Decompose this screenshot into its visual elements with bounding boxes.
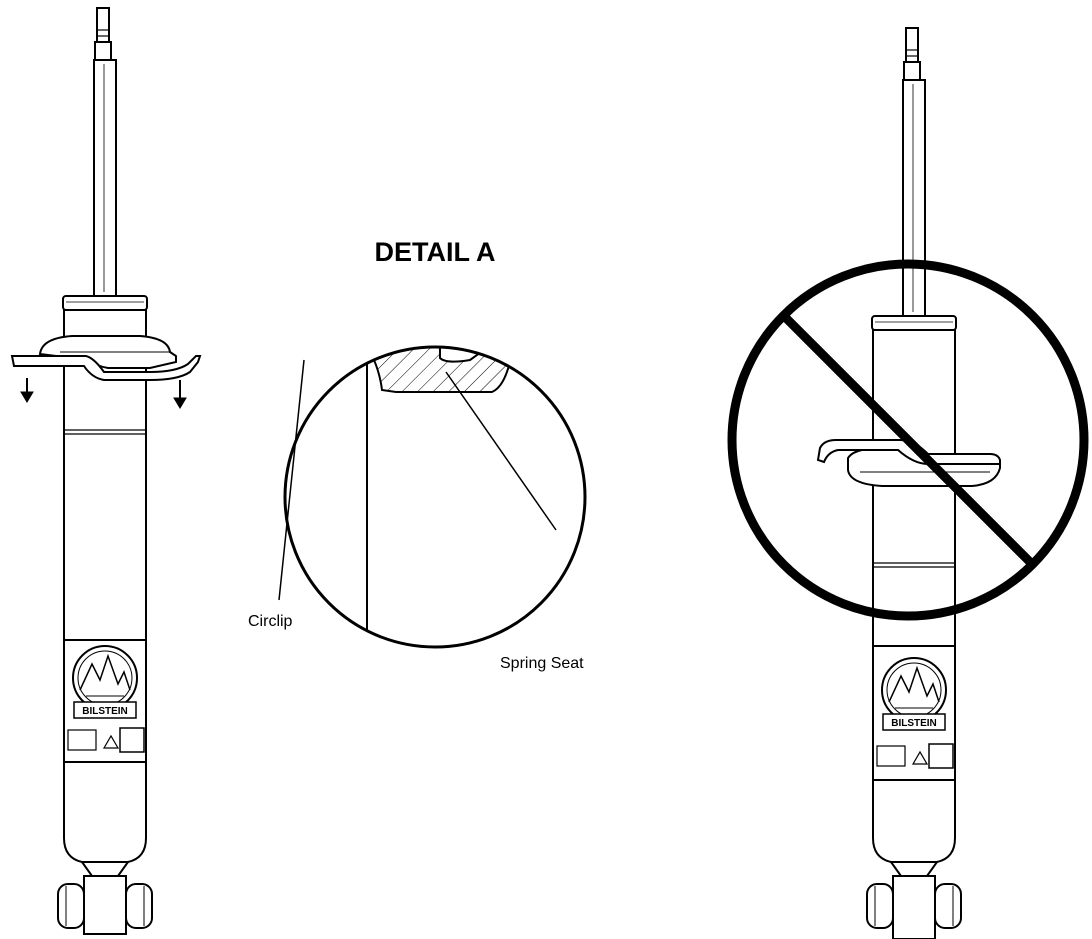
rod-collar xyxy=(903,61,921,81)
spring-seat-label: Spring Seat xyxy=(500,655,584,672)
rod-tip xyxy=(905,27,919,63)
shock-absorber-incorrect: BILSTEIN xyxy=(816,27,1001,939)
warning-tag-right xyxy=(119,727,145,753)
shock-body xyxy=(872,329,956,863)
shock-body xyxy=(63,309,147,863)
arrow-down-icon xyxy=(20,378,34,403)
bushing-right xyxy=(125,883,153,929)
body-taper xyxy=(80,861,130,877)
spring-seat-incorrect xyxy=(816,439,1001,487)
rod-collar xyxy=(94,41,112,61)
bottom-mount xyxy=(892,875,936,939)
bushing-left xyxy=(866,883,894,929)
arrow-down-icon xyxy=(173,380,187,409)
bushing-left xyxy=(57,883,85,929)
warning-triangle-icon xyxy=(102,734,120,749)
prohibited-icon xyxy=(727,259,1089,621)
warning-tag-left xyxy=(876,745,906,767)
spring-seat-correct xyxy=(10,335,202,381)
piston-rod xyxy=(902,79,926,317)
logo-text: BILSTEIN xyxy=(891,718,937,729)
circlip-section xyxy=(288,350,370,358)
bushing-right xyxy=(934,883,962,929)
body-top-cap xyxy=(871,315,957,331)
shock-absorber-correct: BILSTEIN xyxy=(10,7,202,935)
body-taper xyxy=(889,861,939,877)
spring-seat-leader xyxy=(445,371,557,531)
detail-a-view: Circlip Spring Seat xyxy=(248,345,587,672)
logo-text: BILSTEIN xyxy=(82,706,128,717)
body-top-cap xyxy=(62,295,148,311)
detail-title: DETAIL A xyxy=(375,237,496,267)
spring-seat-section xyxy=(368,347,514,393)
warning-tag-left xyxy=(67,729,97,751)
rod-tip xyxy=(96,7,110,43)
circlip-leader xyxy=(278,359,305,601)
piston-rod xyxy=(93,59,117,297)
warning-tag-right xyxy=(928,743,954,769)
detail-circle xyxy=(283,345,587,649)
warning-triangle-icon xyxy=(911,750,929,765)
circlip-label: Circlip xyxy=(248,613,293,630)
brand-logo: BILSTEIN xyxy=(72,645,138,719)
brand-logo: BILSTEIN xyxy=(881,657,947,731)
bottom-mount xyxy=(83,875,127,935)
